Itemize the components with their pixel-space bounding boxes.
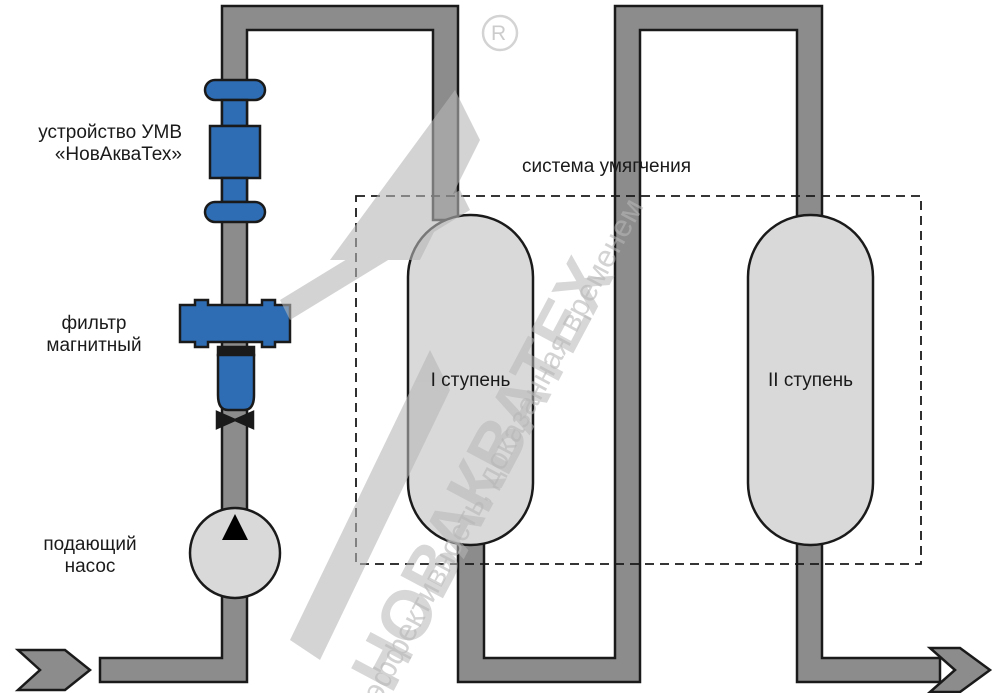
softening-system-frame (355, 195, 922, 565)
umv-bottom-flange (203, 200, 267, 224)
umv-device-label: устройство УМВ «НовАкваТех» (0, 122, 182, 166)
magnetic-filter-label: фильтр магнитный (28, 313, 160, 357)
supply-pump-label-line1: подающий (43, 534, 137, 555)
supply-pump-label: подающий насос (20, 534, 160, 578)
filter-drain-valve-icon (215, 410, 255, 430)
filter-pipe-body (178, 298, 292, 349)
umv-neck-top (220, 98, 249, 128)
umv-body (208, 124, 262, 180)
softening-system-label: система умягчения (522, 156, 692, 177)
outlet-arrow-icon (926, 646, 993, 693)
watermark-registered-mark: R (491, 22, 507, 45)
filter-bowl (216, 353, 256, 412)
watermark-n-shape-icon (290, 350, 450, 660)
watermark-registered-circle (481, 14, 519, 52)
pipe-outlet (795, 538, 942, 684)
watermark-a-shape-icon (330, 90, 480, 260)
magnetic-filter-label-line1: фильтр (61, 313, 127, 334)
umv-device (203, 78, 267, 224)
umv-neck-bottom (220, 176, 249, 204)
watermark-logo (280, 14, 519, 660)
magnetic-filter (178, 298, 292, 430)
inlet-arrow-icon (14, 648, 93, 692)
umv-top-flange (203, 78, 267, 102)
umv-device-label-line2: «НовАкваТех» (54, 144, 182, 165)
watermark-t-shape-icon (280, 190, 470, 320)
magnetic-filter-label-line2: магнитный (46, 335, 142, 356)
stage1-tank (406, 213, 535, 547)
supply-pump (188, 506, 282, 600)
umv-device-label-line1: устройство УМВ (38, 122, 182, 143)
stage2-label: II ступень (768, 370, 853, 391)
supply-pump-label-line2: насос (64, 556, 116, 577)
pump-direction-arrow-icon (222, 514, 248, 540)
stage1-label: I ступень (430, 370, 511, 391)
stage2-tank (746, 213, 875, 547)
